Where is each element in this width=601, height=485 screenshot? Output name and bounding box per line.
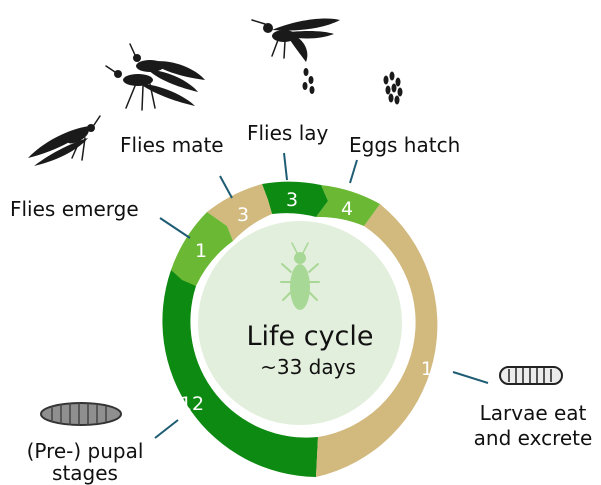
- segment-days-eggs-hatch: 4: [341, 198, 353, 220]
- label-flies-emerge: Flies emerge: [10, 197, 139, 221]
- segment-days-flies-lay: 3: [286, 189, 298, 211]
- larva-icon: [500, 367, 562, 384]
- label-pupal-line2: stages: [52, 461, 118, 485]
- label-pupal-line1: (Pre-) pupal: [27, 439, 144, 463]
- segment-days-larvae: 10: [421, 358, 445, 380]
- label-flies-mate: Flies mate: [120, 133, 224, 157]
- fly-silhouette-icon: [28, 116, 100, 166]
- segment-days-flies-mate: 3: [237, 204, 249, 226]
- egg-laying-fly-icon: [252, 18, 340, 94]
- segment-days-pupal: 12: [180, 393, 204, 415]
- segment-days-flies-emerge: 1: [195, 240, 207, 262]
- pupa-icon: [41, 403, 121, 425]
- egg-cluster-icon: [384, 72, 403, 105]
- label-flies-lay: Flies lay: [247, 121, 329, 145]
- label-larvae-line2: and excrete: [474, 426, 593, 450]
- label-larvae-line1: Larvae eat: [480, 401, 587, 425]
- mating-flies-icon: [106, 44, 205, 110]
- center-subtitle: ~33 days: [260, 355, 356, 379]
- center-title: Life cycle: [246, 321, 373, 352]
- label-eggs-hatch: Eggs hatch: [349, 133, 460, 157]
